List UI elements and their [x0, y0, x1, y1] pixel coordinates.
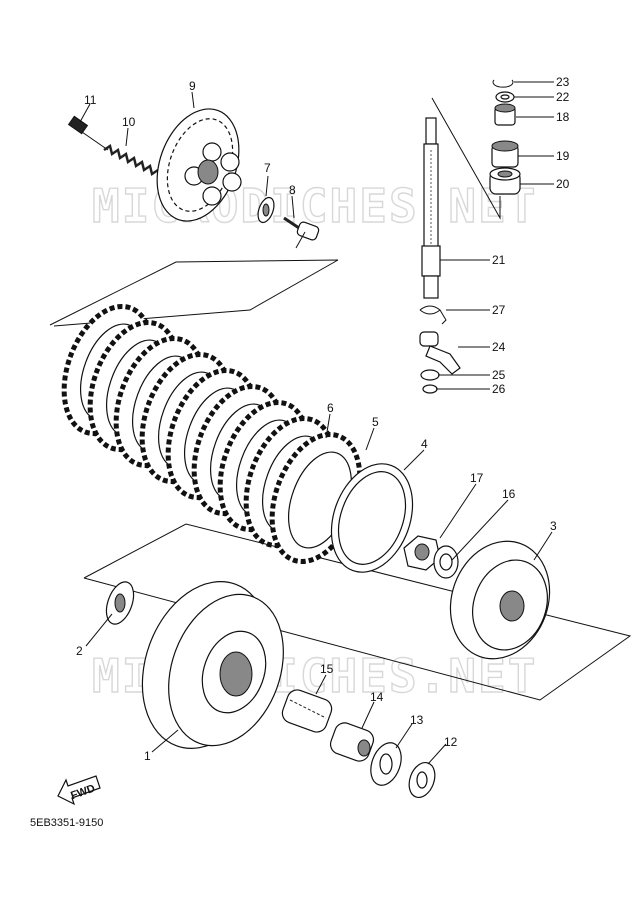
part-23-circlip — [492, 79, 514, 88]
callout-11: 11 — [84, 93, 97, 107]
part-26-oring — [422, 384, 438, 394]
callout-15: 15 — [320, 662, 334, 676]
part-11-bolt — [67, 115, 109, 151]
callout-25: 25 — [492, 368, 506, 382]
callout-21: 21 — [492, 253, 506, 267]
catalog-code: 5EB3351-9150 — [30, 817, 103, 829]
part-3-clutch-boss — [449, 540, 551, 660]
part-10-spring — [103, 143, 159, 177]
callouts: 11 10 9 7 8 23 22 18 19 20 21 27 24 25 2… — [76, 75, 570, 763]
part-2-thrust-washer — [105, 581, 135, 625]
callout-4: 4 — [421, 437, 428, 451]
callout-24: 24 — [492, 340, 506, 354]
callout-10: 10 — [122, 115, 136, 129]
callout-7: 7 — [264, 161, 271, 175]
callout-6: 6 — [327, 401, 334, 415]
part-18-bearing — [494, 103, 516, 126]
callout-17: 17 — [470, 471, 484, 485]
shaft-group-outline — [431, 97, 501, 220]
part-9-pressure-plate — [156, 108, 242, 222]
callout-9: 9 — [189, 79, 196, 93]
leader-lines — [79, 81, 554, 765]
callout-18: 18 — [556, 110, 570, 124]
part-16-lock-washer — [433, 545, 459, 579]
callout-22: 22 — [556, 90, 570, 104]
part-14-spacer — [329, 722, 375, 762]
fwd-arrow-icon: FWD — [57, 775, 101, 806]
part-19-bearing — [491, 140, 519, 168]
part-24-lever — [419, 331, 461, 375]
part-25-washer — [420, 369, 440, 381]
clutch-plate-stack — [61, 303, 363, 565]
callout-19: 19 — [556, 149, 570, 163]
callout-20: 20 — [556, 177, 570, 191]
part-4-spring-plate — [330, 463, 414, 573]
part-15-needle-bearing — [281, 689, 333, 733]
lower-group-outline — [83, 523, 632, 701]
callout-14: 14 — [370, 690, 384, 704]
callout-3: 3 — [550, 519, 557, 533]
upper-group-outline — [49, 259, 339, 327]
part-27-spring — [419, 305, 447, 325]
callout-1: 1 — [144, 749, 151, 763]
part-13-washer — [370, 742, 402, 786]
part-7-bearing — [257, 196, 275, 224]
callout-23: 23 — [556, 75, 570, 89]
callout-26: 26 — [492, 382, 506, 396]
callout-8: 8 — [289, 183, 296, 197]
part-20-seal — [489, 167, 521, 195]
callout-12: 12 — [444, 735, 458, 749]
part-22-washer — [495, 91, 515, 103]
callout-16: 16 — [502, 487, 516, 501]
part-1-clutch-housing — [141, 581, 284, 749]
part-21-shaft — [421, 117, 441, 299]
callout-27: 27 — [492, 303, 506, 317]
part-12-washer — [408, 761, 436, 799]
callout-5: 5 — [372, 415, 379, 429]
callout-13: 13 — [410, 713, 424, 727]
callout-2: 2 — [76, 644, 83, 658]
part-8-push-rod — [283, 216, 320, 249]
